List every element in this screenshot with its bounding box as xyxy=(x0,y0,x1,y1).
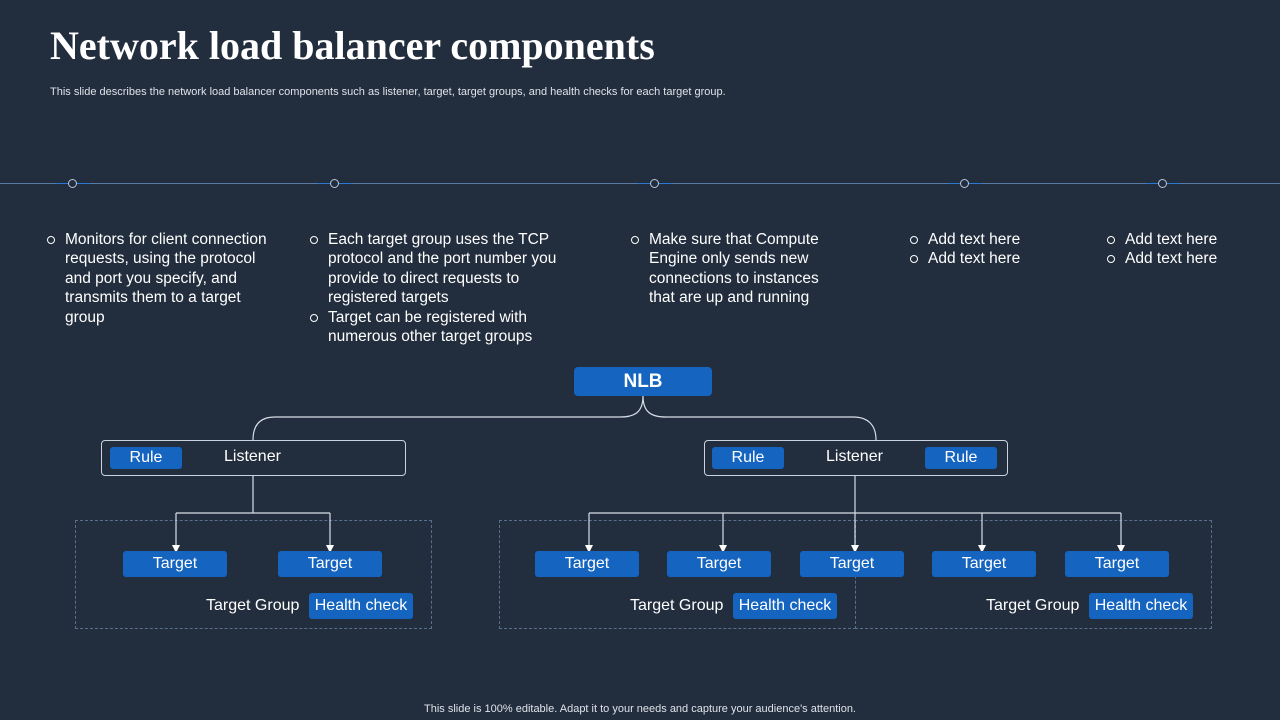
listener-box-right xyxy=(704,440,1008,476)
target-box: Target xyxy=(123,551,227,577)
health-check-box: Health check xyxy=(733,593,837,619)
bullet-item: Add text here xyxy=(1107,230,1257,249)
timeline-node xyxy=(650,179,659,188)
timeline-node xyxy=(330,179,339,188)
nlb-to-right-listener-line xyxy=(642,395,877,441)
target-box: Target xyxy=(667,551,771,577)
timeline-node xyxy=(68,179,77,188)
bullet-circle-icon xyxy=(310,313,318,322)
page-title: Network load balancer components xyxy=(50,23,655,68)
target-group-region xyxy=(75,520,432,629)
target-box: Target xyxy=(932,551,1036,577)
target-group-label: Target Group xyxy=(630,597,724,614)
column-placeholder-2: Add text here Add text here xyxy=(1107,230,1257,269)
bullet-circle-icon xyxy=(1107,255,1115,264)
target-box: Target xyxy=(278,551,382,577)
bullet-item: Target can be registered with numerous o… xyxy=(310,308,566,347)
bullet-item: Make sure that Compute Engine only sends… xyxy=(631,230,831,308)
listener-label: Listener xyxy=(224,448,281,465)
nlb-to-left-listener-line xyxy=(252,395,644,441)
footer-note: This slide is 100% editable. Adapt it to… xyxy=(424,703,856,715)
bullet-circle-icon xyxy=(910,255,918,264)
bullet-item: Add text here xyxy=(910,230,1060,249)
target-group-label: Target Group xyxy=(986,597,1080,614)
health-check-box: Health check xyxy=(1089,593,1193,619)
column-placeholder-1: Add text here Add text here xyxy=(910,230,1060,269)
timeline-node xyxy=(1158,179,1167,188)
page-subtitle: This slide describes the network load ba… xyxy=(50,86,726,98)
rule-box: Rule xyxy=(110,447,182,469)
bullet-item: Each target group uses the TCP protocol … xyxy=(310,230,566,308)
listener-label: Listener xyxy=(826,448,883,465)
target-group-label: Target Group xyxy=(206,597,300,614)
bullet-item: Monitors for client connection requests,… xyxy=(47,230,267,327)
bullet-item: Add text here xyxy=(910,249,1060,268)
bullet-circle-icon xyxy=(631,236,639,244)
column-listener: Monitors for client connection requests,… xyxy=(47,230,267,327)
bullet-item: Add text here xyxy=(1107,249,1257,268)
bullet-circle-icon xyxy=(310,236,318,244)
bullet-circle-icon xyxy=(47,236,55,244)
nlb-node: NLB xyxy=(574,367,712,396)
column-target-group: Each target group uses the TCP protocol … xyxy=(310,230,566,346)
target-box: Target xyxy=(535,551,639,577)
bullet-circle-icon xyxy=(1107,236,1115,244)
rule-box: Rule xyxy=(925,447,997,469)
target-box: Target xyxy=(800,551,904,577)
listener-box-left xyxy=(101,440,406,476)
timeline-node xyxy=(960,179,969,188)
health-check-box: Health check xyxy=(309,593,413,619)
target-box: Target xyxy=(1065,551,1169,577)
column-health-check: Make sure that Compute Engine only sends… xyxy=(631,230,831,308)
bullet-circle-icon xyxy=(910,236,918,244)
rule-box: Rule xyxy=(712,447,784,469)
